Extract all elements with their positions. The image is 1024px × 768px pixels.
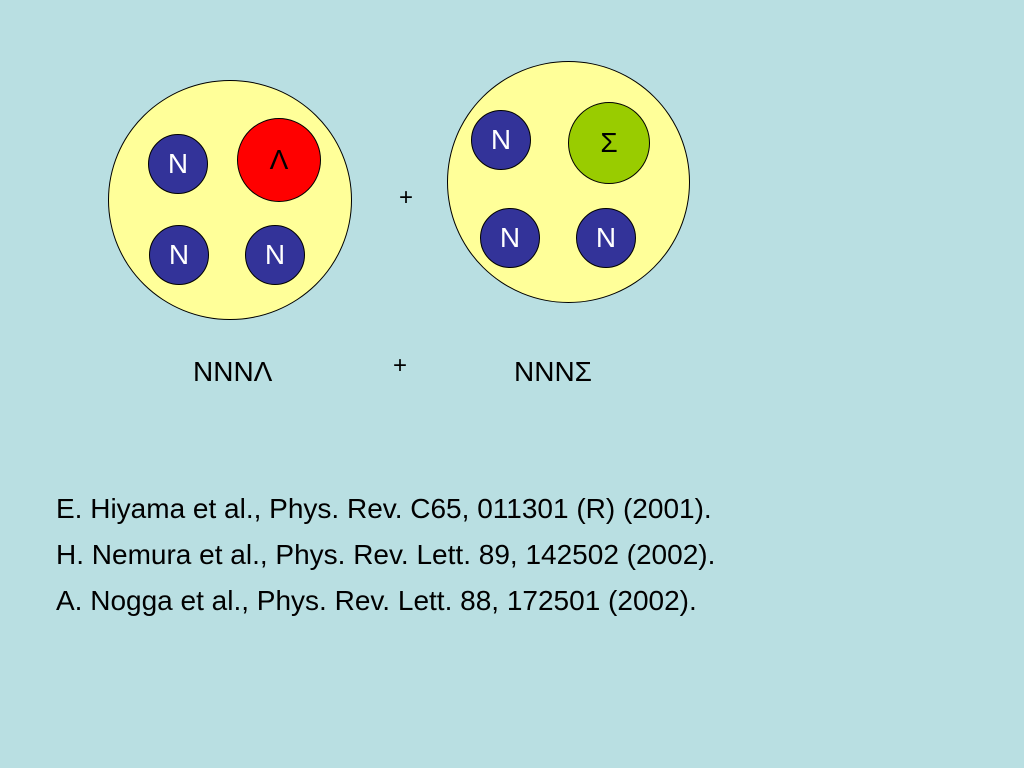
right-nucleon-bottom-right: N (576, 208, 636, 268)
left-nucleon-top-left: N (148, 134, 208, 194)
left-nucleon-bottom-left: N (149, 225, 209, 285)
left-nucleus (108, 80, 352, 320)
reference-hiyama: E. Hiyama et al., Phys. Rev. C65, 011301… (56, 493, 712, 524)
reference-nogga: A. Nogga et al., Phys. Rev. Lett. 88, 17… (56, 585, 697, 616)
right-nucleon-top-left: N (471, 110, 531, 170)
left-lambda-particle: Λ (237, 118, 321, 202)
label-nnn-sigma: NNNΣ (514, 356, 592, 387)
right-nucleon-bottom-left: N (480, 208, 540, 268)
references-list: E. Hiyama et al., Phys. Rev. C65, 011301… (56, 486, 715, 624)
plus-sign-lower: + (393, 352, 408, 379)
label-nnn-lambda: NNNΛ (193, 356, 273, 387)
left-nucleon-bottom-right: N (245, 225, 305, 285)
right-sigma-particle: Σ (568, 102, 650, 184)
plus-sign-upper: + (399, 184, 414, 211)
right-nucleus (447, 61, 690, 303)
reference-nemura: H. Nemura et al., Phys. Rev. Lett. 89, 1… (56, 539, 716, 570)
